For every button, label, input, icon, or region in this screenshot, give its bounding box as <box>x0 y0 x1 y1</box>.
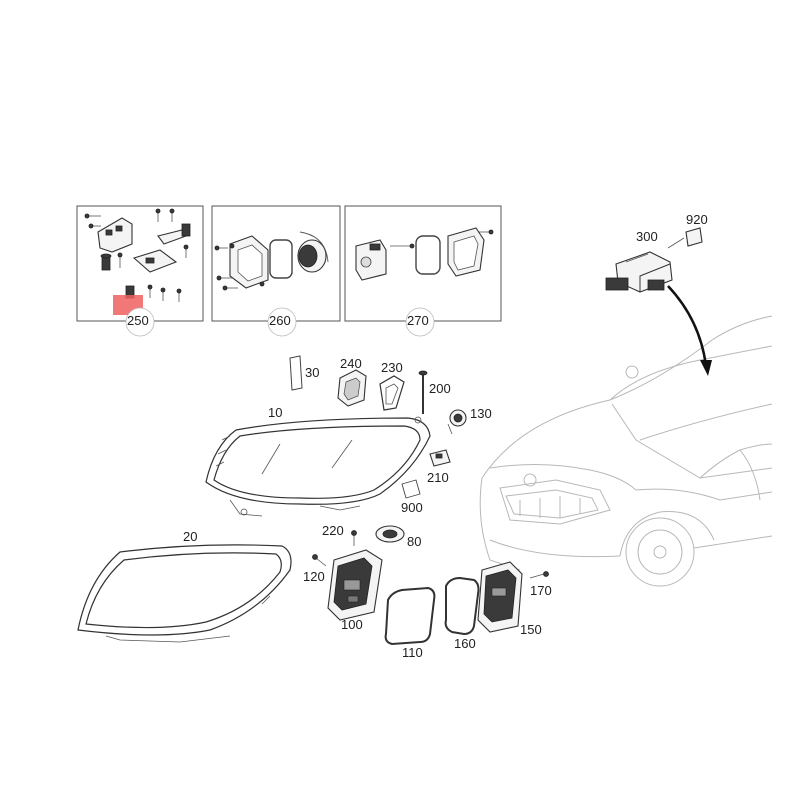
label-120: 120 <box>303 569 325 584</box>
part-240[interactable] <box>337 369 367 407</box>
bracket-icon <box>97 217 187 273</box>
label-920: 920 <box>686 212 708 227</box>
frame-icon <box>447 227 485 277</box>
frame-icon <box>229 235 269 289</box>
bulb-housing-icon <box>355 239 387 281</box>
label-160: 160 <box>454 636 476 651</box>
label-210: 210 <box>427 470 449 485</box>
car-outline <box>479 315 773 587</box>
screw-icon <box>214 245 238 291</box>
label-20: 20 <box>183 529 197 544</box>
inset-box-260[interactable]: 260 <box>211 205 341 337</box>
label-900: 900 <box>401 500 423 515</box>
label-250: 250 <box>127 313 149 328</box>
part-900[interactable] <box>401 479 421 499</box>
screw-icon <box>390 229 494 249</box>
label-130: 130 <box>470 406 492 421</box>
label-80: 80 <box>407 534 421 549</box>
connector-920[interactable] <box>685 227 703 247</box>
control-unit-100[interactable] <box>327 549 383 621</box>
gasket-160[interactable] <box>444 576 480 636</box>
label-260: 260 <box>269 313 291 328</box>
part-30[interactable] <box>289 355 303 391</box>
screw-icon <box>84 208 189 302</box>
label-150: 150 <box>520 622 542 637</box>
label-100: 100 <box>341 617 363 632</box>
label-240: 240 <box>340 356 362 371</box>
label-10: 10 <box>268 405 282 420</box>
lens-cover-20[interactable] <box>77 544 292 643</box>
label-170: 170 <box>530 583 552 598</box>
label-300: 300 <box>636 229 658 244</box>
label-220: 220 <box>322 523 344 538</box>
label-200: 200 <box>429 381 451 396</box>
bulb-130[interactable] <box>447 409 467 435</box>
screw-120[interactable] <box>312 554 327 567</box>
label-110: 110 <box>402 645 423 660</box>
bolt-200[interactable] <box>418 370 428 414</box>
camera-module[interactable] <box>605 251 673 293</box>
label-230: 230 <box>381 360 403 375</box>
label-30: 30 <box>305 365 319 380</box>
pointer-arrow <box>667 285 708 367</box>
fan-motor-icon <box>297 231 329 273</box>
gasket-110[interactable] <box>384 586 436 646</box>
gasket-icon <box>269 239 293 279</box>
screw-220[interactable] <box>351 530 357 547</box>
arrow-head-icon <box>700 360 712 376</box>
control-unit-150[interactable] <box>477 561 523 633</box>
connector-210[interactable] <box>429 449 451 467</box>
screw-170[interactable] <box>529 571 549 579</box>
label-270: 270 <box>407 313 429 328</box>
part-230[interactable] <box>379 375 405 411</box>
inset-box-270[interactable]: 270 <box>344 205 502 337</box>
inset-box-250[interactable]: 250 <box>76 205 204 337</box>
headlamp-housing-10[interactable] <box>205 416 431 517</box>
part-80[interactable] <box>375 525 405 543</box>
gasket-icon <box>415 235 441 275</box>
